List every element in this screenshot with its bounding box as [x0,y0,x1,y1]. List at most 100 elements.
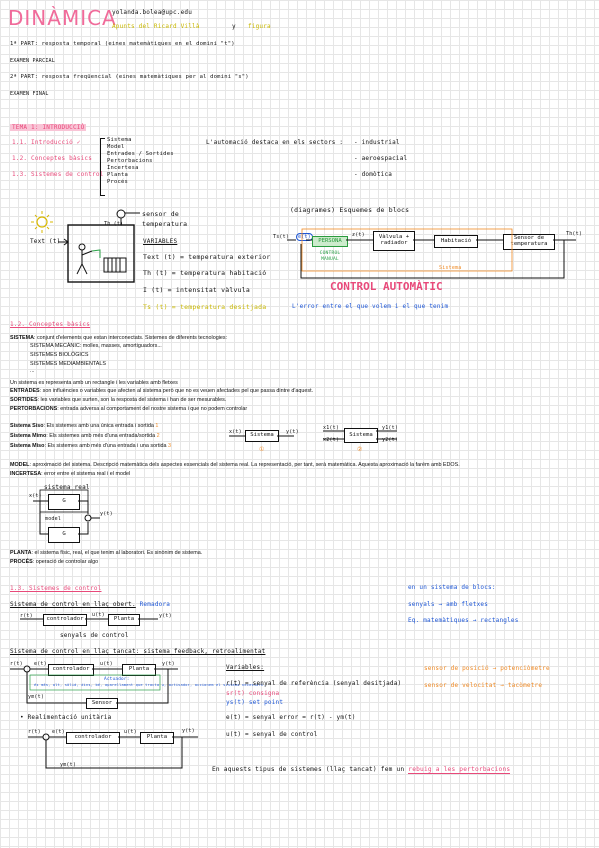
realimentacio-unitaria: • Realimentació unitària [20,714,112,721]
unit-planta: Planta [140,732,174,744]
var-ys: ys(t) set point [226,699,284,706]
sistema-item: SISTEMES BIOLÒGICS [30,352,89,358]
proces-def: PROCÉS: operació de controlar algo [10,559,98,565]
siso-text: : Els sistemes amb una única entrada i s… [43,423,154,429]
tancat-ym: ym(t) [28,694,45,700]
tancat-e: e(t) [34,661,47,667]
th-label: Th (t) [104,221,124,227]
tancat-u: u(t) [100,661,113,667]
toc-item: 1.2. Conceptes bàsics [12,155,93,162]
incertesa-text: : error entre el sistema real i el model [41,471,131,477]
unit-r: r(t) [28,729,41,735]
control-manual: CONTROL MANUAL [319,251,341,262]
siso-x: x(t) [229,429,242,435]
sistema-item: SISTEMA MECÀNIC: molles, masses, amortig… [30,343,162,349]
siso-label: Sistema Siso [10,423,44,429]
sistema-items: SISTEMA MECÀNIC: molles, masses, amortig… [30,343,162,375]
notes-and: y [232,23,236,30]
obert-label: Sistema de control en llaç obert. [10,601,136,608]
model-xt: x(t) [29,493,42,499]
text-label: Text (t) [30,238,61,245]
rect-note: Un sistema es representa amb un rectangl… [10,380,178,386]
sistema-label: Sistema [439,265,462,271]
notes-figura: figura [248,23,271,30]
sectors-list: - industrial - aeroespacial - domòtica [354,139,407,178]
page-title: DINÀMICA [8,6,117,30]
sortides-text: : les variables que surten, son la respo… [37,397,227,403]
var-i: I (t) = intensitat vàlvula [143,286,250,294]
sortides-label: SORTIDES [10,397,38,403]
entrades-def: ENTRADES: son influències o variables qu… [10,388,313,394]
examen-parcial: EXAMEN PARCIAL [10,58,55,64]
blocs-th-out: Th(t) [566,231,583,237]
model-yt: y(t) [100,511,113,517]
sector: - domòtica [354,171,393,178]
mimo-block: Sistema [344,428,378,443]
unit-ym: ym(t) [60,762,77,768]
sensor-label: sensor de temperatura [142,210,188,228]
siso-circle: ① [259,446,265,453]
var-th: Th (t) = temperatura habitació [143,269,267,277]
unit-u: u(t) [124,729,137,735]
actuador-label: Actuador: [104,677,130,682]
part-2: 2ª PART: resposta freqüencial (eines mat… [10,74,249,80]
keyword: Incertesa [107,165,139,171]
remadora-label: Remadora [139,601,171,608]
miso-number: 3 [168,443,172,449]
control-automatic: CONTROL AUTOMÀTIC [330,280,443,293]
blocs-z: z(t) [352,232,365,238]
incertesa-label: INCERTESA [10,471,42,477]
keyword: Procés [107,179,129,185]
mimo-text: : Els sistemes amb més d'una entrada/sor… [46,433,156,439]
blocs-title-2: en un sistema de blocs: [408,584,496,591]
error-note: L'error entre el que volem i el que teni… [292,303,449,310]
tancat-r: r(t) [10,661,23,667]
var-ts: Ts (t) = temperatura desitjada [143,303,267,311]
sistema-text: : conjunt d'elements que estan intercone… [33,335,228,341]
valvula-block: Vàlvula + radiador [373,231,415,251]
sensor-posicio: sensor de posició → potenciòmetre [424,665,550,672]
mimo-y1: y1(t) [382,425,399,431]
tancat-controlador: controlador [48,664,94,676]
var-text: Text (t) = temperatura exterior [143,253,271,261]
planta-label: PLANTA [10,550,32,556]
notes-credit: Apunts del Ricard Villà [112,23,200,30]
sistema-label: SISTEMA [10,335,34,341]
sistema-def: SISTEMA: conjunt d'elements que estan in… [10,335,227,341]
toc-item: 1.1. Introducció ✓ [12,139,81,146]
obert-r: r(t) [20,613,33,619]
obert-title: Sistema de control en llaç obert. Remado… [10,601,170,608]
mimo-x1: x1(t) [323,425,340,431]
siso-def: Sistema Siso: Els sistemes amb una única… [10,423,158,429]
blocs-rule-1: senyals → amb fletxes [408,601,489,608]
mimo-label: Sistema Mimo [10,433,47,439]
siso-number: 1 [155,423,159,429]
actuador-text: és més, alt, sòlid, dins, bé, aparellame… [34,683,266,687]
toc: 1.1. Introducció ✓ 1.2. Conceptes bàsics… [12,139,104,178]
pertorbacions-text: : entrada adversa al comportament del no… [57,406,248,412]
obert-planta: Planta [108,614,140,626]
sector: - industrial [354,139,400,146]
mimo-def: Sistema Mimo: Els sistemes amb més d'una… [10,433,160,439]
keyword: Pertorbacions [107,158,153,164]
obert-u: u(t) [92,612,105,618]
mimo-y2: y2(t) [382,437,399,443]
sector: - aeroespacial [354,155,408,162]
bracket [100,138,105,196]
unit-e: e(t) [52,729,65,735]
persona-block: PERSONA [312,236,348,247]
sistema-item: SISTEMES MEDIAMBIENTALS [30,361,106,367]
model-label-small: model [45,516,62,522]
author-email: yolanda.bolea@upc.edu [112,9,193,16]
miso-label: Sistema Miso [10,443,45,449]
proces-text: : operació de controlar algo [32,559,99,565]
tancat-planta: Planta [122,664,156,676]
part-1: 1ª PART: resposta temporal (eines matemà… [10,41,235,47]
sensor-velocitat: sensor de velocitat → tacòmetre [424,682,543,689]
keyword: Sistema [107,137,132,143]
conceptes-heading: 1.2. Conceptes bàsics [10,321,91,328]
habitacio-block: Habitació [434,235,478,248]
